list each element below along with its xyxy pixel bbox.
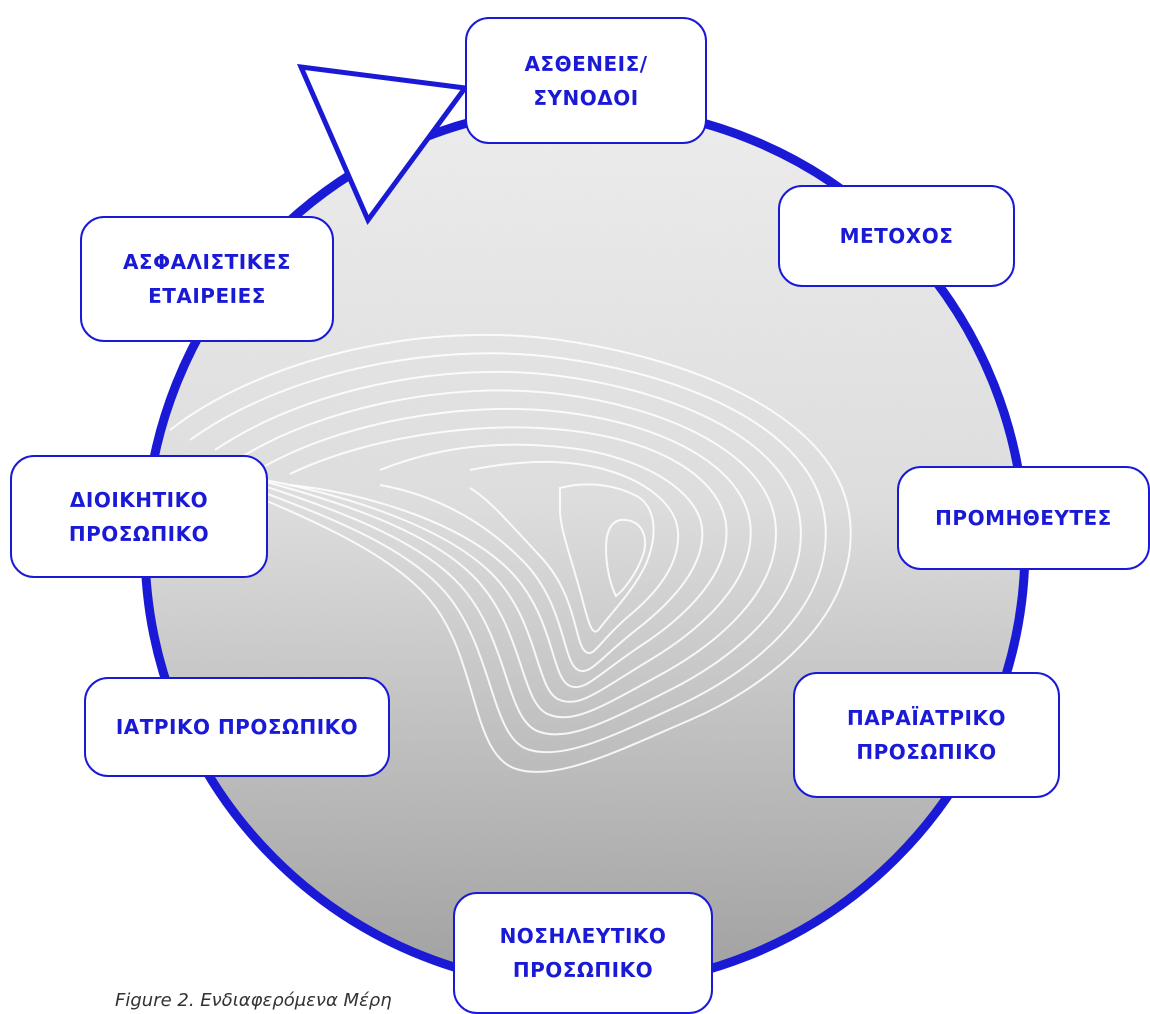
node-administrative-staff: ΔΙΟΙΚΗΤΙΚΟ ΠΡΟΣΩΠΙΚΟ (10, 455, 268, 578)
figure-caption: Figure 2. Ενδιαφερόμενα Μέρη (115, 990, 392, 1011)
node-medical-staff: ΙΑΤΡΙΚΟ ΠΡΟΣΩΠΙΚΟ (84, 677, 390, 777)
node-nursing-staff: ΝΟΣΗΛΕΥΤΙΚΟ ΠΡΟΣΩΠΙΚΟ (453, 892, 713, 1014)
node-suppliers: ΠΡΟΜΗΘΕΥΤΕΣ (897, 466, 1150, 570)
node-shareholder: ΜΕΤΟΧΟΣ (778, 185, 1015, 287)
contour-decoration (169, 333, 852, 773)
node-patients: ΑΣΘΕΝΕΙΣ/ ΣΥΝΟΔΟΙ (465, 17, 707, 144)
node-insurance-companies: ΑΣΦΑΛΙΣΤΙΚΕΣ ΕΤΑΙΡΕΙΕΣ (80, 216, 334, 342)
node-paramedical-staff: ΠΑΡΑΪΑΤΡΙΚΟ ΠΡΟΣΩΠΙΚΟ (793, 672, 1060, 798)
cycle-arrowhead (296, 63, 470, 225)
